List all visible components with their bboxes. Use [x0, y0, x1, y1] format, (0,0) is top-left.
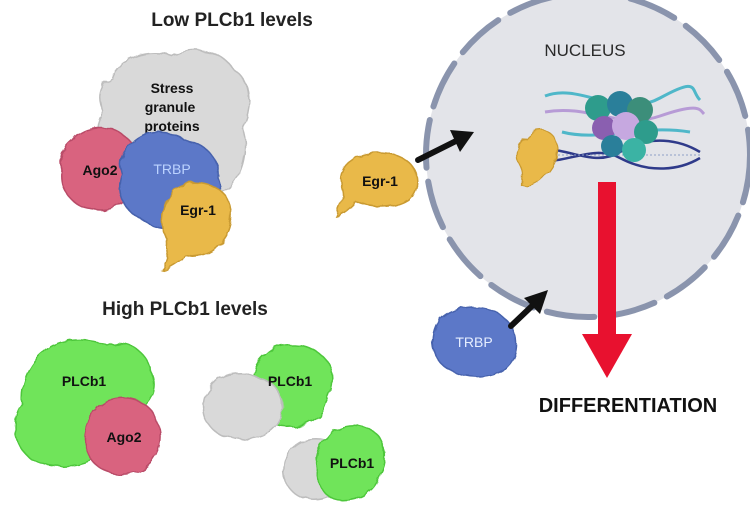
nucleus-label: NUCLEUS	[544, 41, 625, 60]
arrow-icon	[415, 130, 474, 163]
nuclear-egr1-protein	[516, 129, 558, 187]
high-plcb1-complex-granule-1: PLCb1	[202, 343, 333, 440]
svg-text:Stress: Stress	[151, 80, 194, 96]
nucleosome-dna-icon	[527, 84, 706, 170]
plcb1-protein	[315, 425, 386, 501]
svg-text:proteins: proteins	[144, 118, 199, 134]
red-arrow-icon	[582, 182, 632, 378]
heading-low-plcb1: Low PLCb1 levels	[151, 10, 313, 31]
plcb1-label: PLCb1	[268, 373, 313, 389]
free-trbp-protein	[432, 306, 518, 378]
high-plcb1-complex-ago2: PLCb1 Ago2	[14, 339, 161, 475]
egr1-label: Egr-1	[180, 202, 216, 218]
ago2-protein	[84, 397, 161, 475]
arrow-icon	[508, 290, 548, 329]
svg-text:granule: granule	[145, 99, 196, 115]
ago2-label: Ago2	[107, 429, 142, 445]
stress-granule-label: Stress granule proteins	[144, 80, 199, 134]
plcb1-label: PLCb1	[62, 373, 107, 389]
high-plcb1-complex-granule-2: PLCb1	[282, 425, 386, 501]
egr1-protein	[160, 182, 233, 272]
free-egr1-label: Egr-1	[362, 173, 398, 189]
stress-granule-protein	[202, 372, 284, 440]
free-egr1-protein	[334, 151, 418, 218]
free-trbp-label: TRBP	[455, 334, 492, 350]
trbp-label: TRBP	[153, 161, 190, 177]
ago2-label: Ago2	[83, 162, 118, 178]
plcb1-label: PLCb1	[330, 455, 375, 471]
heading-high-plcb1: High PLCb1 levels	[102, 299, 268, 320]
low-plcb1-complex: Stress granule proteins Ago2 TRBP Egr-1	[59, 49, 251, 272]
differentiation-label: DIFFERENTIATION	[539, 395, 718, 417]
